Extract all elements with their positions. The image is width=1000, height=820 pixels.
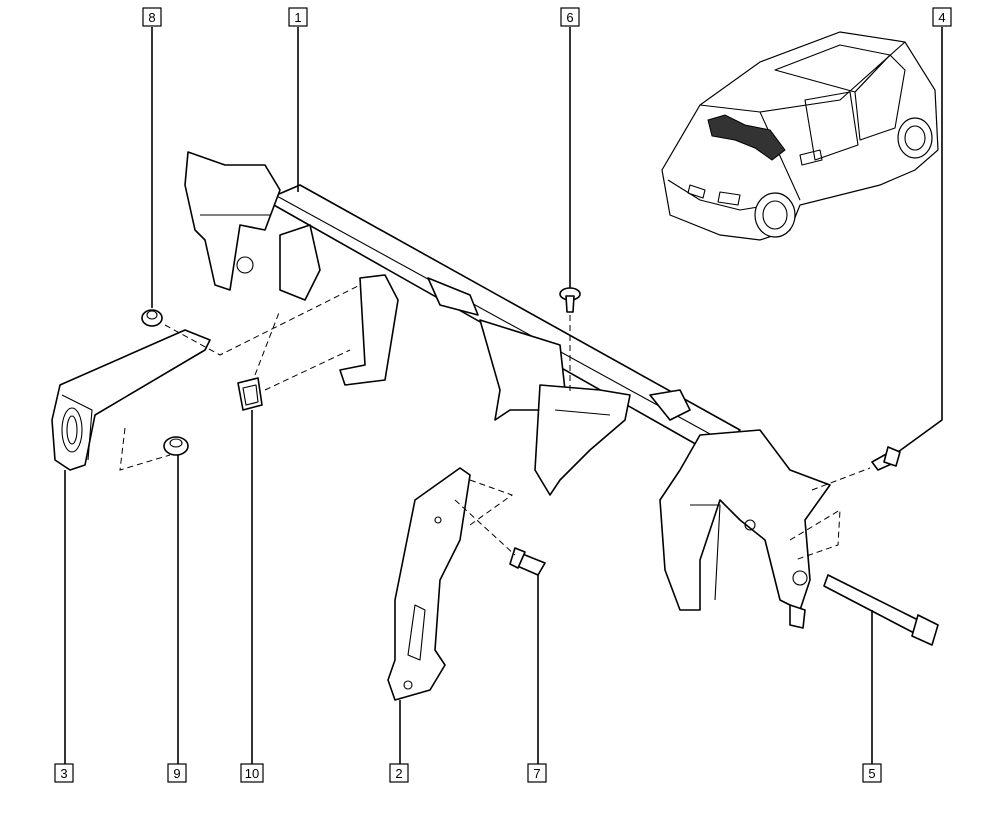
callout-3: 3 bbox=[54, 763, 74, 783]
part-9-nut bbox=[163, 436, 189, 456]
part-2-support-bracket bbox=[387, 467, 471, 701]
assembly-guide-lines bbox=[119, 284, 871, 561]
callout-label-5: 5 bbox=[868, 766, 875, 781]
callout-label-2: 2 bbox=[395, 766, 402, 781]
part-7-bolt bbox=[509, 547, 546, 576]
part-3-side-bracket bbox=[51, 329, 211, 471]
callout-label-9: 9 bbox=[173, 766, 180, 781]
part-6-screw bbox=[559, 287, 581, 313]
cross-member-assembly bbox=[184, 151, 831, 629]
callout-label-1: 1 bbox=[294, 10, 301, 25]
part-4-bolt bbox=[871, 446, 901, 471]
callout-label-8: 8 bbox=[148, 10, 155, 25]
callout-label-7: 7 bbox=[533, 766, 540, 781]
callout-4: 4 bbox=[932, 7, 952, 27]
callout-5: 5 bbox=[862, 763, 882, 783]
callout-8: 8 bbox=[142, 7, 162, 27]
part-10-clip bbox=[237, 377, 263, 411]
callout-9: 9 bbox=[167, 763, 187, 783]
leader-lines bbox=[64, 27, 943, 765]
callout-6: 6 bbox=[560, 7, 580, 27]
callout-label-3: 3 bbox=[60, 766, 67, 781]
part-5-long-bolt bbox=[823, 574, 939, 646]
callout-10: 10 bbox=[240, 763, 264, 783]
part-8-nut bbox=[141, 309, 163, 327]
callout-2: 2 bbox=[389, 763, 409, 783]
callout-7: 7 bbox=[527, 763, 547, 783]
callout-label-6: 6 bbox=[566, 10, 573, 25]
callout-label-10: 10 bbox=[245, 766, 259, 781]
callout-1: 1 bbox=[288, 7, 308, 27]
callout-label-4: 4 bbox=[938, 10, 945, 25]
inset-vehicle-illustration bbox=[661, 31, 939, 241]
